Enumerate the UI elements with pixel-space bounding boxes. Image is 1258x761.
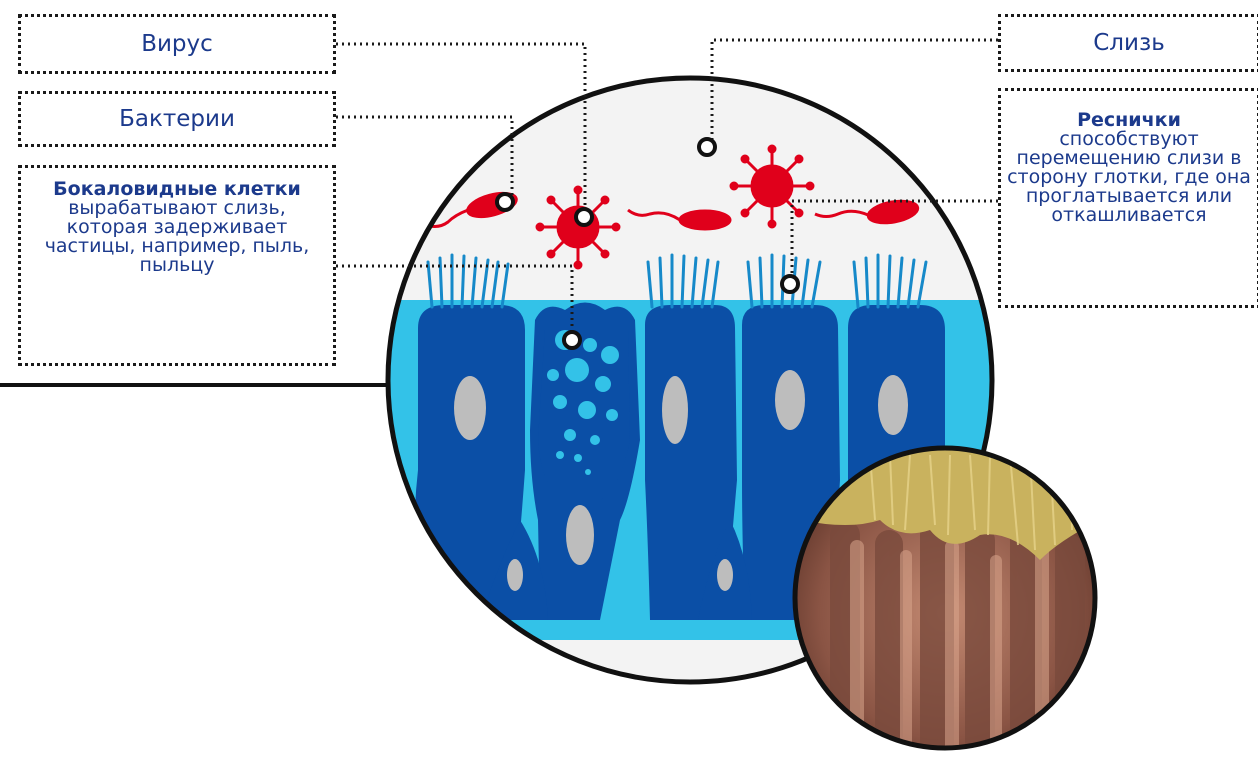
marker-goblet [564,332,580,348]
goblet-cells-description: вырабатывают слизь, которая задерживает … [45,197,310,276]
nucleus [878,375,908,435]
micrograph-photo [795,448,1100,761]
marker-mucus [699,139,715,155]
bacteria-label: Бактерии [18,91,336,147]
goblet-cells-label: Бокаловидные клетки вырабатывают слизь, … [18,165,336,366]
virus-label-text: Вирус [141,33,213,56]
bacteria-label-text: Бактерии [119,108,235,131]
marker-cilia [782,276,798,292]
mucus-label-text: Слизь [1093,32,1165,55]
marker-virus [576,209,592,225]
virus-label: Вирус [18,14,336,74]
cilia-description: способствуют перемещению слизи в сторону… [1007,128,1251,226]
nucleus [454,376,486,440]
cilia-label: Реснички способствуют перемещению слизи … [998,88,1258,308]
nucleus [775,370,805,430]
marker-bacteria [497,194,513,210]
mucus-label: Слизь [998,14,1258,72]
nucleus [662,376,688,444]
